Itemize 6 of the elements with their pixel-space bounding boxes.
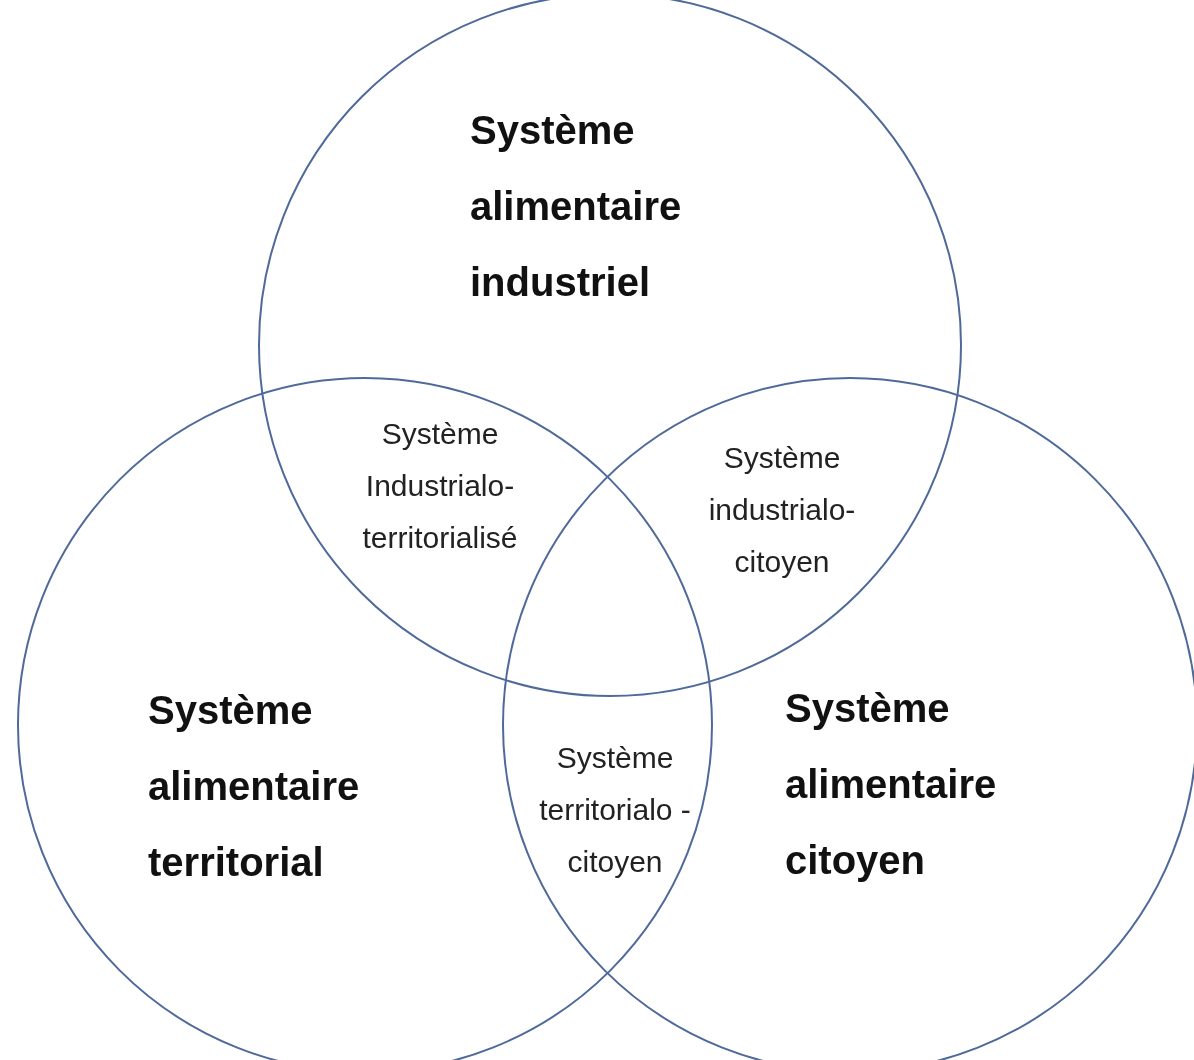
overlap-label: Système Industrialo- territorialisé bbox=[361, 416, 519, 556]
overlap-label: Système industrialo- citoyen bbox=[707, 440, 857, 580]
overlap-label: Système territorialo -citoyen bbox=[538, 740, 692, 880]
circle-label: Système alimentaire industriel bbox=[470, 107, 683, 306]
circle-label: Système alimentaire citoyen bbox=[785, 685, 998, 884]
circle-label: Système alimentaire territorial bbox=[148, 687, 361, 886]
